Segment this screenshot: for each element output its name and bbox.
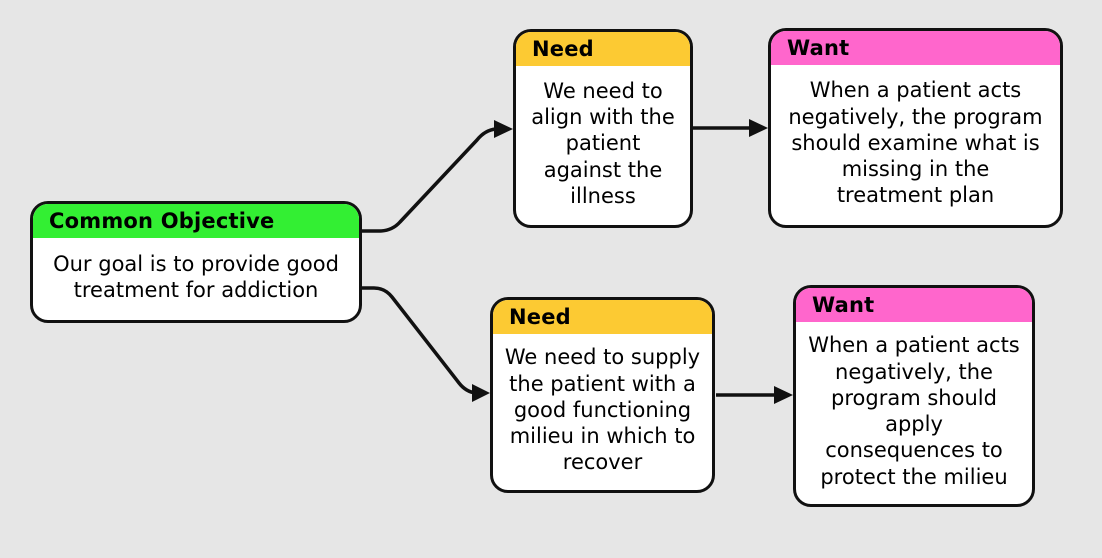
node-need-2[interactable]: Need We need to supply the patient with … xyxy=(490,297,715,493)
arrowhead-icon xyxy=(749,119,768,137)
node-common-objective[interactable]: Common Objective Our goal is to provide … xyxy=(30,201,362,323)
node-want-2[interactable]: Want When a patient acts negatively, the… xyxy=(793,285,1035,507)
node-header: Need xyxy=(516,32,690,66)
connector-common-to-need-2 xyxy=(362,286,478,395)
node-title: Common Objective xyxy=(49,209,275,233)
node-body-text: Our goal is to provide good treatment fo… xyxy=(53,251,339,302)
arrowhead-icon xyxy=(774,386,793,404)
node-body-text: When a patient acts negatively, the prog… xyxy=(788,78,1043,208)
node-header: Common Objective xyxy=(33,204,359,238)
node-title: Need xyxy=(532,37,594,61)
arrowhead-icon xyxy=(472,384,490,402)
node-need-1[interactable]: Need We need to align with the patient a… xyxy=(513,29,693,228)
node-body-text: We need to align with the patient agains… xyxy=(531,78,675,208)
node-title: Need xyxy=(509,305,571,329)
node-body-text: When a patient acts negatively, the prog… xyxy=(808,333,1020,489)
node-header: Need xyxy=(493,300,712,334)
connector-common-to-need-1 xyxy=(362,127,498,233)
node-title: Want xyxy=(787,36,850,60)
node-body-text: We need to supply the patient with a goo… xyxy=(504,345,701,475)
node-want-1[interactable]: Want When a patient acts negatively, the… xyxy=(768,28,1063,228)
node-title: Want xyxy=(812,293,875,317)
node-header: Want xyxy=(771,31,1060,65)
node-header: Want xyxy=(796,288,1032,322)
arrowhead-icon xyxy=(494,120,513,138)
